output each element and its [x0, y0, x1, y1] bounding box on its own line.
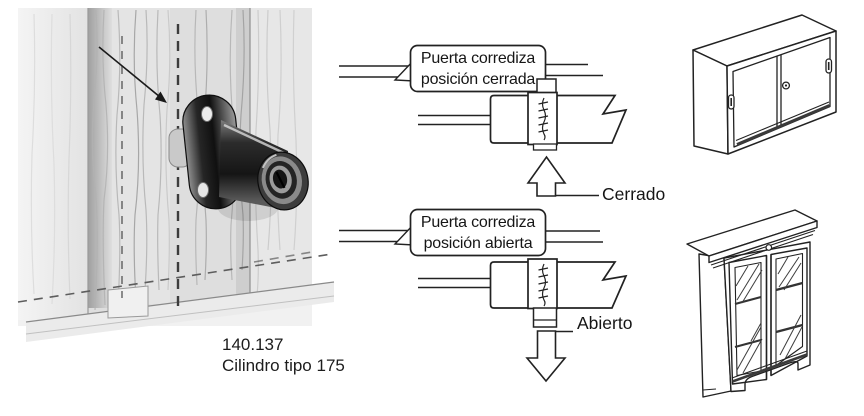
- callout-line2: posición abierta: [423, 235, 533, 252]
- lock-photo-figure: [17, 8, 335, 342]
- fixed-panel-lines: [418, 277, 490, 289]
- down-arrow-icon: [525, 330, 567, 383]
- callout-label-closed: Puerta corrediza posición cerrada: [411, 48, 545, 90]
- glass-doors: [728, 247, 808, 385]
- screw-thread: [538, 263, 549, 307]
- cylinder-base-plate: [532, 143, 558, 151]
- screw-hole-top: [201, 106, 213, 122]
- up-arrow-icon: [526, 155, 567, 197]
- wood-board: [88, 8, 250, 318]
- cabinet-side-face: [692, 49, 729, 155]
- door-track-line: [731, 350, 808, 379]
- panel-section: [489, 94, 628, 144]
- door-track-shadow: [736, 104, 831, 146]
- product-type: Cilindro tipo 175: [222, 356, 345, 375]
- bottom-notch: [107, 285, 149, 319]
- callout-line1: Puerta corrediza: [420, 214, 536, 231]
- callout-line2: posición cerrada: [420, 71, 536, 88]
- glass-reflections: [735, 256, 803, 374]
- state-label-abierto: Abierto: [577, 313, 633, 333]
- callout-box-open: [409, 208, 547, 257]
- product-caption: 140.137 Cilindro tipo 175: [222, 334, 345, 376]
- shelf-lines: [734, 281, 803, 349]
- cylinder-lock: [168, 94, 309, 221]
- callout-label-open: Puerta corrediza posición abierta: [411, 212, 545, 254]
- screw-thread: [538, 97, 549, 141]
- base-rail: [26, 282, 334, 342]
- closed-position-diagram: [339, 44, 628, 197]
- panel-section: [489, 261, 628, 309]
- pointer-arrow-icon: [98, 46, 167, 103]
- sliding-door-cabinet-figure: [692, 14, 837, 155]
- sliding-door-split: [776, 55, 782, 129]
- bolt-retracted: [532, 307, 558, 328]
- hidden-edge-dashed-lines: [17, 251, 333, 303]
- door-track-shadow: [732, 353, 808, 383]
- bookcase-crown-edge: [708, 220, 818, 264]
- door-opening-frame: [732, 36, 831, 148]
- cabinet-lock-icon: [765, 244, 773, 251]
- door-track-line: [735, 101, 830, 142]
- state-label-cerrado: Cerrado: [602, 184, 666, 204]
- fixed-panel-lines: [418, 114, 490, 126]
- product-code: 140.137: [222, 335, 284, 354]
- screw-hole-bottom: [197, 182, 209, 198]
- callout-line1: Puerta corrediza: [420, 50, 536, 67]
- callout-box-closed: [409, 44, 547, 93]
- open-position-diagram: [339, 208, 628, 383]
- glass-door-cabinet-figure: [686, 209, 818, 398]
- lock-face-rings: [257, 151, 309, 211]
